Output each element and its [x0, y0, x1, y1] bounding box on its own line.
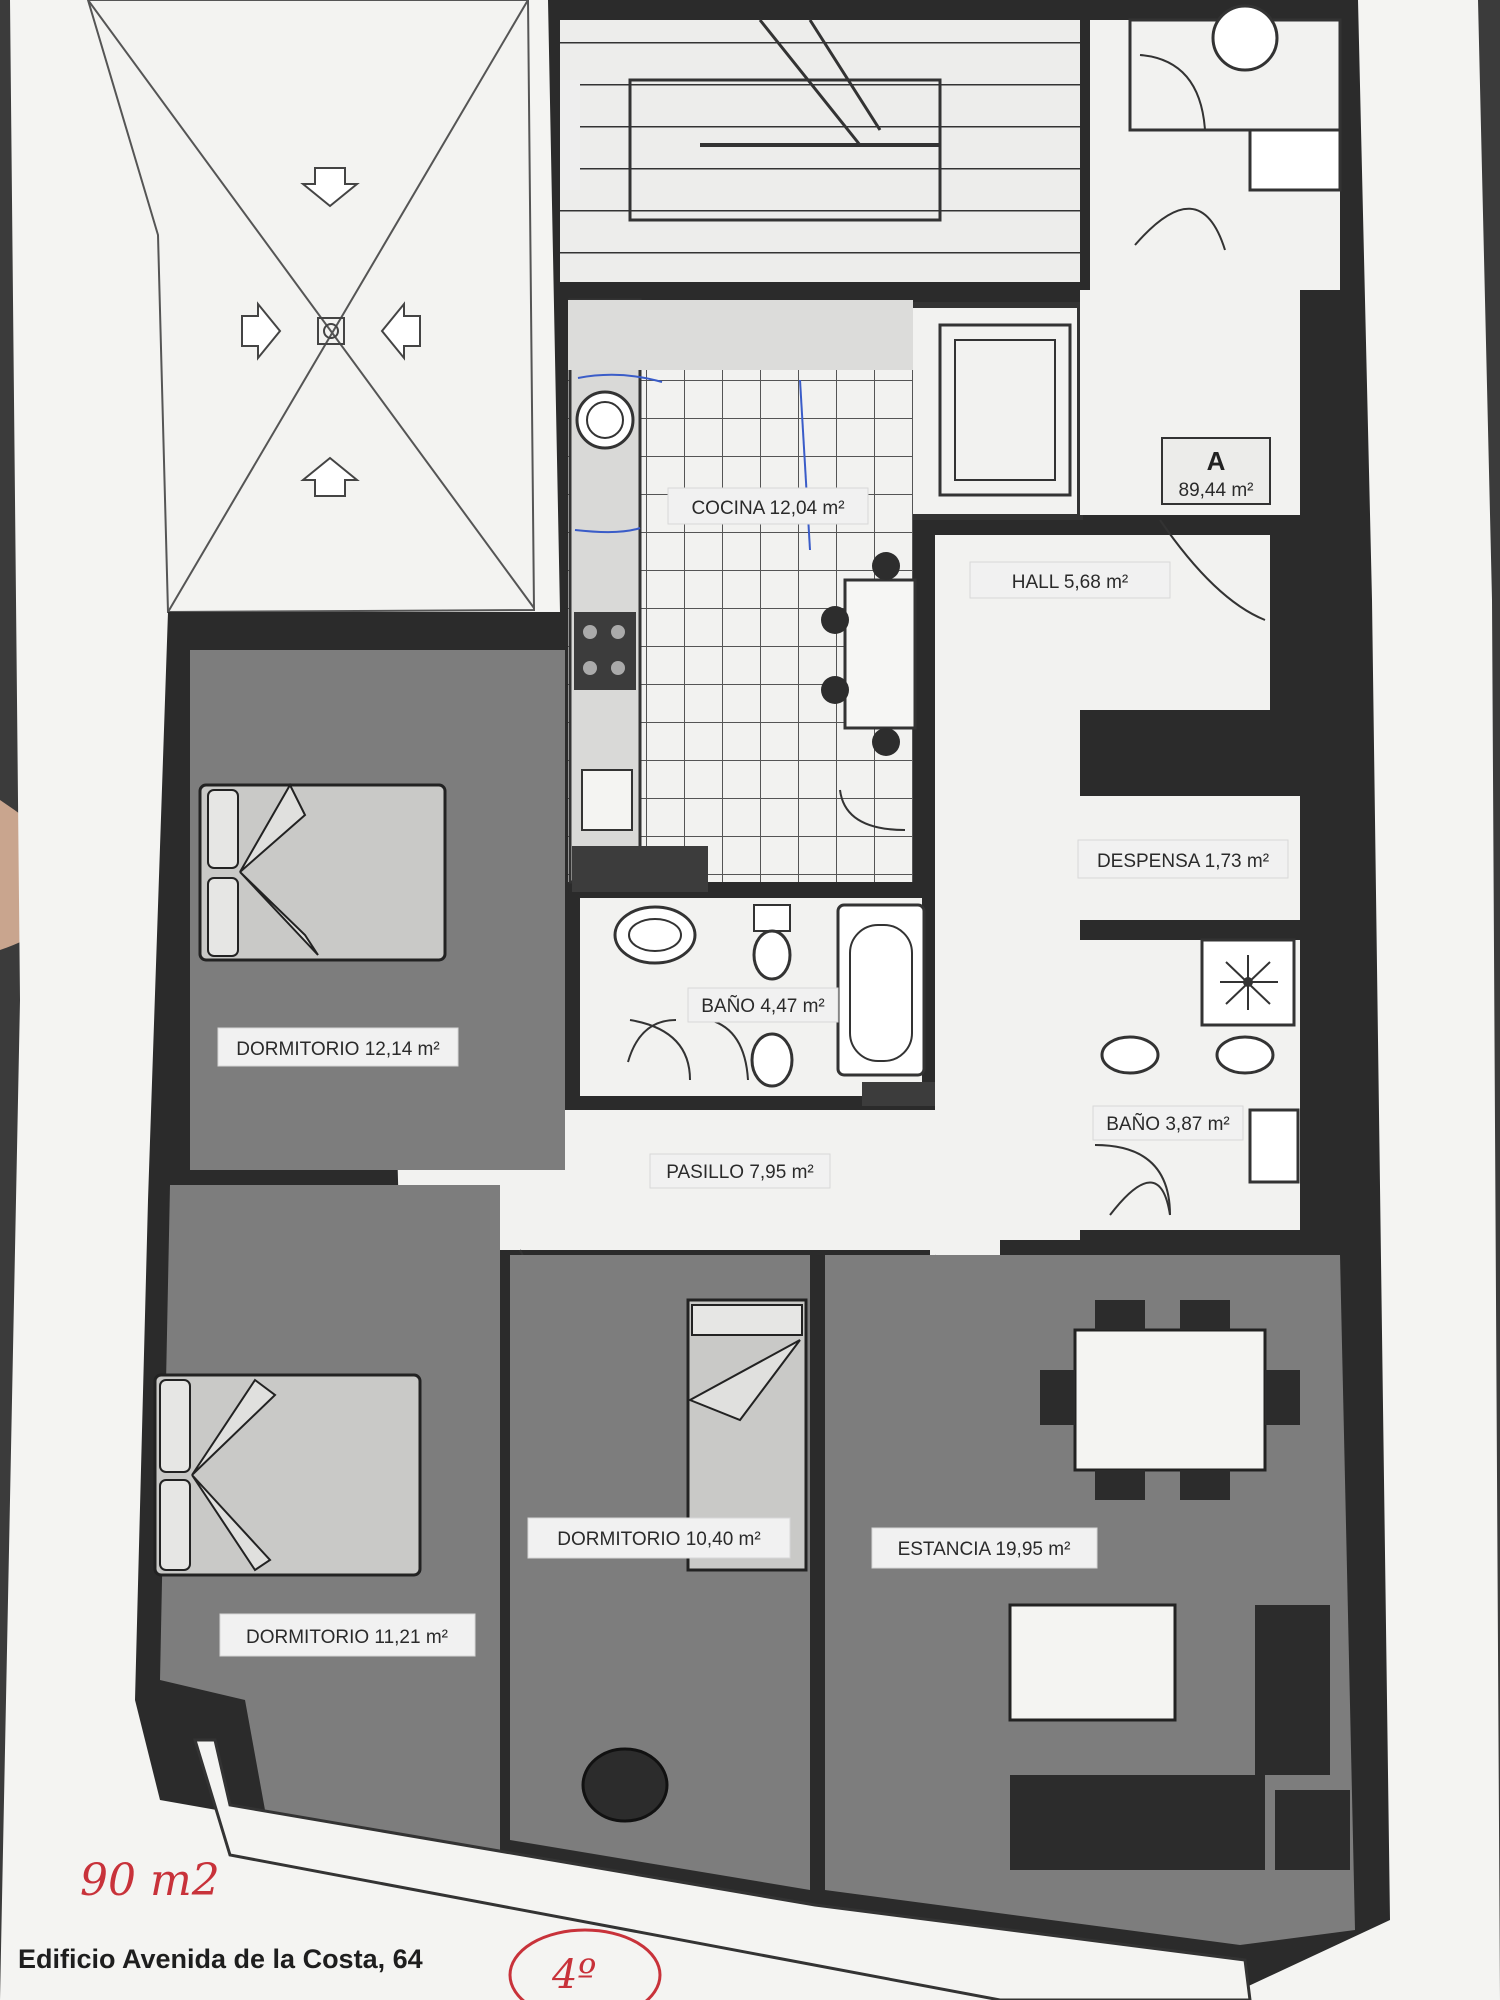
- room-label-despensa: DESPENSA 1,73 m²: [1097, 851, 1269, 872]
- drain-arrow-left-icon: [380, 301, 421, 361]
- unit-badge: A 89,44 m²: [1161, 437, 1271, 505]
- kitchen: [568, 298, 917, 892]
- room-label-dormitorio-1: DORMITORIO 12,14 m²: [236, 1039, 439, 1060]
- landing: [1090, 4, 1342, 290]
- bedroom-3: [510, 1255, 810, 1890]
- room-label-dormitorio-3: DORMITORIO 10,40 m²: [557, 1529, 760, 1550]
- handwritten-floor: 4º: [551, 1952, 596, 1998]
- room-label-cocina: COCINA 12,04 m²: [691, 498, 844, 519]
- drain-arrow-right-icon: [241, 301, 282, 361]
- living-room: [825, 1255, 1355, 1945]
- building-caption: Edificio Avenida de la Costa, 64: [18, 1944, 423, 1974]
- unit-letter: A: [1207, 446, 1226, 476]
- bedroom-1: [190, 650, 565, 1170]
- room-label-bano-1: BAÑO 4,47 m²: [701, 995, 825, 1017]
- room-label-bano-2: BAÑO 3,87 m²: [1106, 1113, 1230, 1135]
- room-label-hall: HALL 5,68 m²: [1012, 572, 1129, 593]
- bedroom-2: [153, 1185, 500, 1850]
- drain-arrow-up-icon: [300, 456, 360, 497]
- hall-lower: [935, 535, 1270, 710]
- unit-area: 89,44 m²: [1179, 480, 1254, 501]
- room-label-pasillo: PASILLO 7,95 m²: [666, 1162, 814, 1183]
- corridor: [396, 710, 1171, 1325]
- balcony-rail: [192, 1738, 1252, 2000]
- lift-shaft: [895, 302, 1083, 520]
- drain-arrow-down-icon: [300, 167, 360, 208]
- room-label-estancia: ESTANCIA 19,95 m²: [898, 1539, 1071, 1560]
- light-well: [86, 0, 536, 614]
- floor-circle: [508, 1928, 662, 2000]
- room-label-dormitorio-2: DORMITORIO 11,21 m²: [246, 1627, 448, 1648]
- stair-core: [560, 19, 1080, 282]
- handwritten-total-area: 90 m2: [80, 1855, 220, 1906]
- bathroom-2: [1080, 938, 1300, 1230]
